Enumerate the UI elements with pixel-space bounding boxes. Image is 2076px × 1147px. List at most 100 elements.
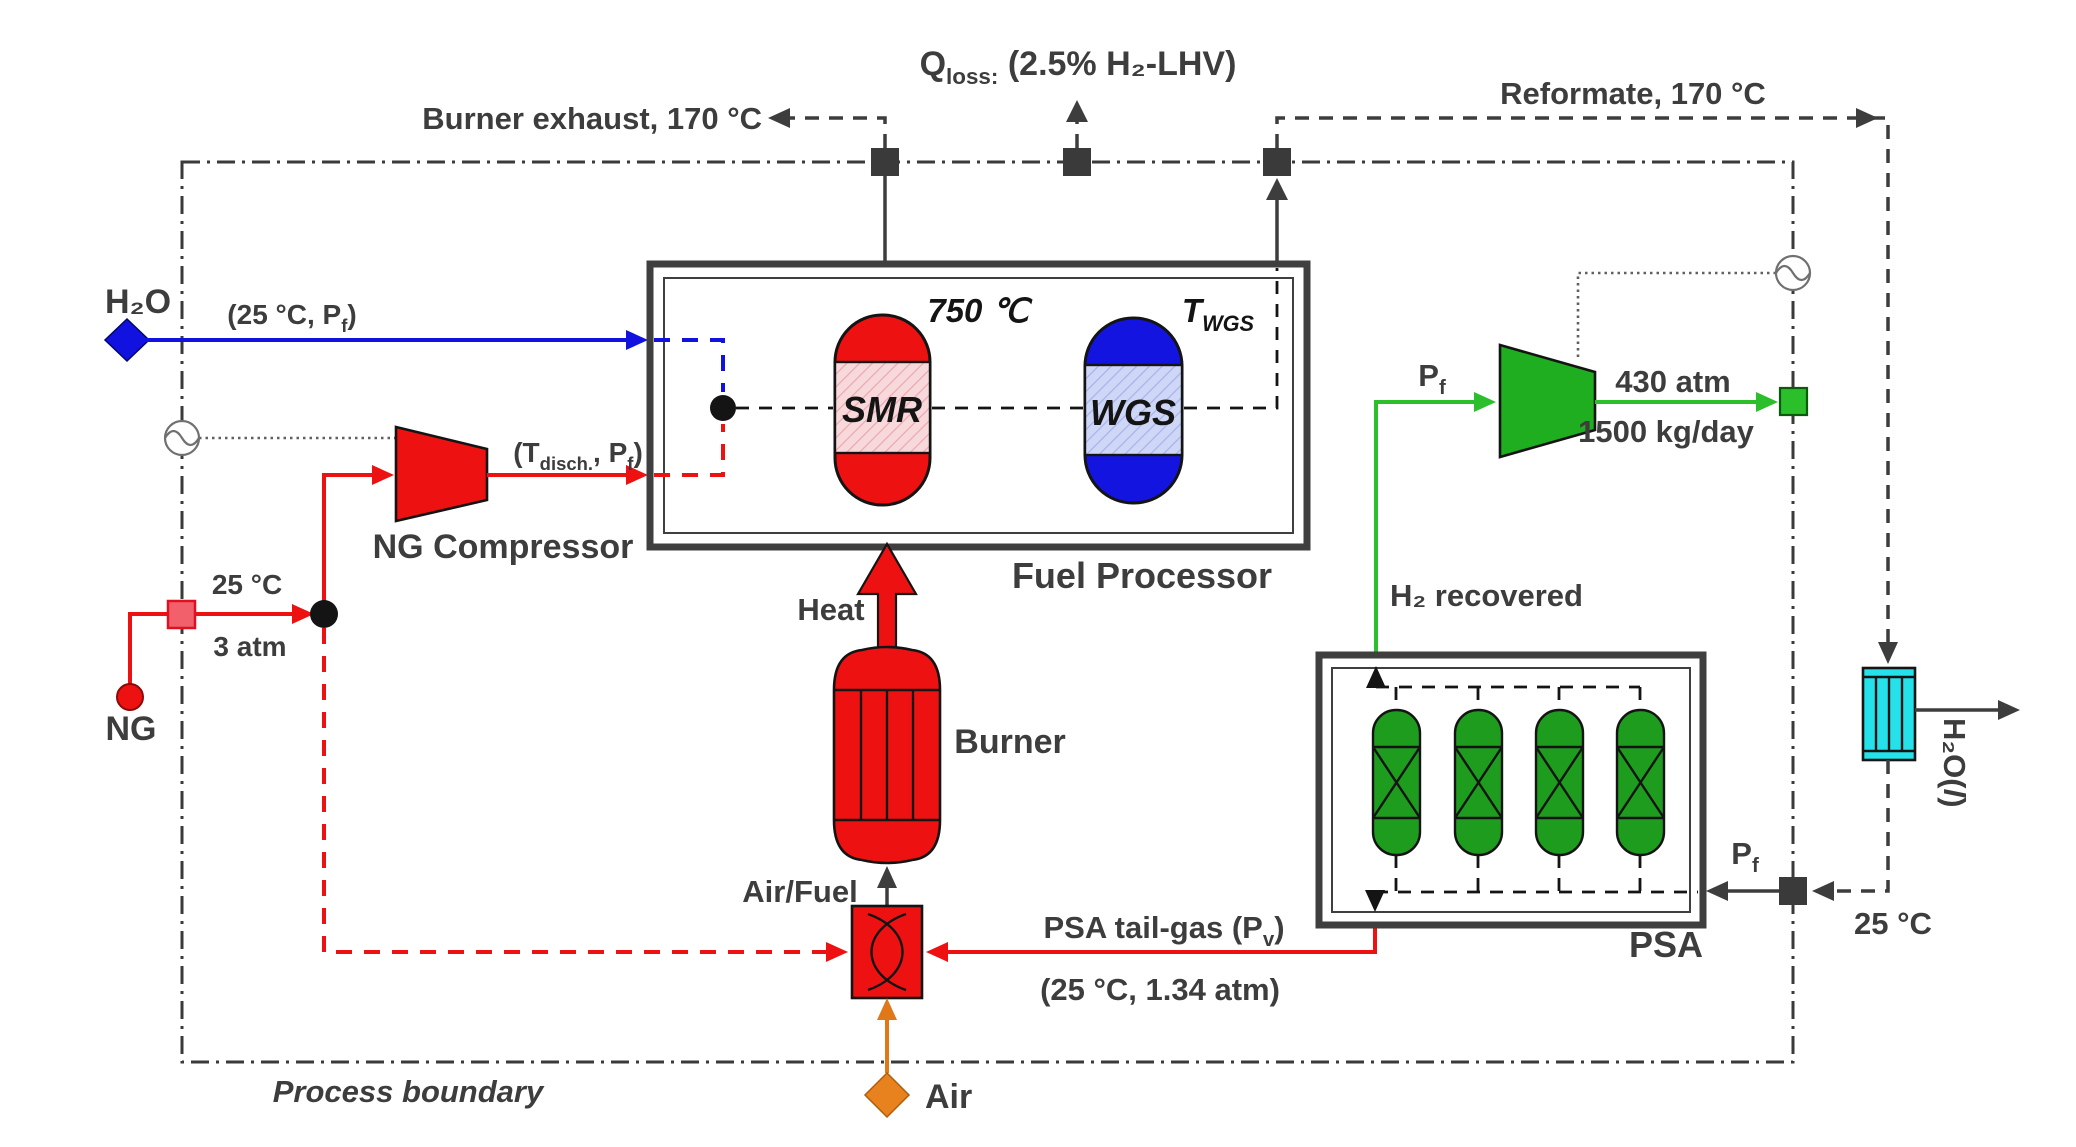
air-feed: Air [863,998,972,1119]
reformate-return-temp-label: 25 °C [1854,906,1932,941]
psa-vessel-2 [1453,708,1504,857]
reformate-arrowhead-right [1856,108,1878,128]
smr-reactor: SMR 750 ℃ [833,292,1033,507]
ng-compressor-outlet-arrowhead [626,465,648,485]
reformate-stream: Reformate, 170 °C [1263,76,1898,664]
ng-source-node [116,683,144,711]
process-dashed-3 [1184,268,1279,410]
ng-split-junction [310,600,338,628]
reformate-riser-arrowhead [1266,178,1288,200]
condenser-unit: 25 °C H₂O(l) [1779,666,2020,941]
air-fuel-mixer [850,904,924,1000]
cooled-reformate-arrowhead [1812,881,1834,901]
psa-top-manifold [1376,685,1642,710]
psa-vessel-3 [1534,708,1585,857]
air-fuel-label: Air/Fuel [742,874,857,909]
water-source-diamond [103,317,151,363]
burner-label: Burner [954,723,1065,761]
burner-tubes [834,688,940,822]
ng-feed: 25 °C 3 atm NG [106,569,848,962]
burner-exhaust-arrowhead [768,108,790,128]
wgs-temp-label: TWGS [1182,292,1255,336]
condensate-arrowhead [1998,700,2020,720]
burner-exhaust-label: Burner exhaust, 170 °C [422,101,762,136]
psa-top-arrowhead [1366,666,1386,688]
air-source-diamond [863,1071,911,1119]
burner-exhaust-dashed-line [782,116,887,148]
water-feed-arrowhead [626,330,648,350]
psa-vessel-4 [1615,708,1666,857]
ng-compressor-unit: NG Compressor (Tdisch., Pf) [163,419,648,601]
fuel-processor-label: Fuel Processor [1012,555,1272,596]
heat-arrow [856,541,918,653]
ng-temp-label: 25 °C [212,569,282,600]
heat-label: Heat [797,592,864,627]
ng-bypass-arrowhead [826,942,848,962]
ng-compressor-label: NG Compressor [373,528,634,566]
psa-unit: H₂ recovered PSA Pf [1315,392,1779,965]
fuel-processor-outer-box [646,260,1311,551]
cooled-reformate-dashed [1824,760,1890,893]
ng-compressor-outlet-conditions: (Tdisch., Pf) [513,437,643,474]
tail-gas-arrowhead [926,942,948,962]
ng-feed-arrowhead [292,604,314,624]
ng-source-label: NG [106,710,157,748]
air-label: Air [925,1078,972,1116]
h2-product-arrowhead [1756,392,1778,412]
ng-compressor-inlet-line [322,473,380,601]
burner-exhaust-stream: Burner exhaust, 170 °C [422,101,899,264]
psa-vessel-1 [1371,708,1422,857]
water-feed: H₂O (25 °C, Pf) [103,283,648,363]
h2-compressor-inlet-pressure: Pf [1418,358,1446,399]
fuel-processor-inner-box [663,277,1294,534]
h2-product-pressure-label: 430 atm [1615,364,1730,399]
ng-feed-line [128,612,306,684]
boundary-node-ng [166,599,197,630]
water-internal-dashed [654,338,725,392]
tail-gas-stream: PSA tail-gas (Pv) (25 °C, 1.34 atm) [926,908,1377,1007]
psa-bottom-arrowhead [1365,890,1385,912]
boundary-node-burner-exhaust [871,148,899,176]
fuel-processor: Fuel Processor SMR 750 ℃ WGS TWGS [646,260,1311,596]
tail-gas-label-line2: (25 °C, 1.34 atm) [1040,972,1280,1007]
psa-bottom-manifold [1375,855,1698,894]
condenser-tubes [1863,675,1915,753]
feed-mix-junction [710,395,736,421]
power-line-h2-compressor [1576,271,1776,360]
ng-bypass-dashed-line [322,628,836,954]
h2-compressor-body [1498,343,1597,459]
psa-feed-arrowhead [1706,881,1728,901]
h2-product-capacity-label: 1500 kg/day [1578,414,1755,449]
psa-feed-pressure-label: Pf [1731,836,1759,877]
smr-temp-label: 750 ℃ [927,292,1032,329]
h2-line-arrowhead [1474,392,1496,412]
psa-inner-box [1331,667,1691,913]
air-arrowhead [877,998,897,1020]
boundary-node-reformate [1263,148,1291,176]
wgs-label: WGS [1090,392,1176,433]
reformate-label: Reformate, 170 °C [1500,76,1766,111]
tail-gas-label-line1: PSA tail-gas (Pv) [1043,910,1284,951]
condensate-label: H₂O(l) [1937,718,1972,808]
ng-press-label: 3 atm [213,631,286,662]
q-loss-label: Qloss: (2.5% H₂-LHV) [920,45,1237,89]
wgs-catalyst-band [1083,363,1184,457]
burner-unit: Heat Burner Air/Fuel [742,541,1066,1000]
process-boundary-label: Process boundary [273,1074,545,1109]
smr-catalyst-band [833,360,932,455]
reformate-arrowhead-down [1878,642,1898,664]
smr-label: SMR [842,389,922,430]
h2-recovered-line [1374,400,1482,652]
boundary-node-reformate-return [1779,877,1807,905]
ng-compressor-body [394,425,489,523]
ng-internal-dashed [654,424,725,477]
air-fuel-arrowhead [877,866,897,888]
h2-compressor-unit: Pf 430 atm 1500 kg/day [1418,254,1812,459]
h2-recovered-label: H₂ recovered [1390,578,1583,613]
boundary-node-h2-product [1778,386,1809,417]
process-boundary-box [180,160,1795,1064]
ng-compressor-inlet-arrowhead [372,465,394,485]
boundary-node-q-loss [1063,148,1091,176]
